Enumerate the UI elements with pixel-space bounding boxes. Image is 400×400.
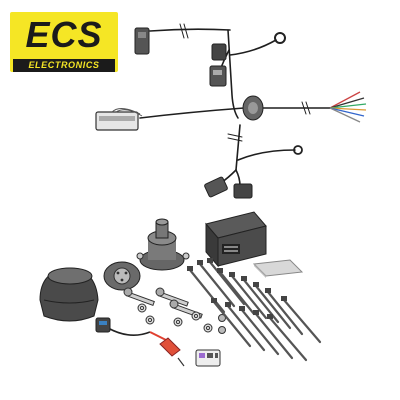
bolts-and-washers-icon — [123, 287, 226, 334]
harness-plug-lower — [204, 176, 253, 199]
socket-rear-icon — [103, 261, 141, 291]
socket-pigtail — [95, 317, 167, 341]
nut — [218, 314, 226, 322]
wiring-harness-icon — [139, 23, 331, 187]
bolt — [155, 287, 189, 307]
socket-cover-icon — [39, 267, 99, 322]
logo-bar: ELECTRONICS — [13, 59, 115, 72]
adhesive-pad-icon — [252, 259, 304, 278]
ground-ring-terminal — [274, 32, 286, 44]
spare-connector-icon — [195, 349, 221, 367]
control-module-icon — [205, 211, 267, 268]
lower-ground-terminal — [293, 145, 303, 155]
harness-plug-stack — [209, 43, 227, 87]
logo-brand-text: ECS — [25, 14, 103, 55]
harness-main-connector — [95, 108, 143, 131]
harness-plug-top — [134, 27, 150, 55]
loose-wire-ends — [329, 91, 367, 123]
logo-subtitle: ELECTRONICS — [28, 60, 100, 70]
nut — [218, 326, 226, 334]
trailer-socket-icon — [136, 218, 190, 271]
fuse-icon — [159, 337, 185, 367]
cable-tie-heads — [187, 258, 287, 319]
cable-grommet — [242, 95, 264, 121]
ecs-logo: ECS ELECTRONICS — [10, 12, 118, 72]
bolt — [123, 287, 155, 306]
